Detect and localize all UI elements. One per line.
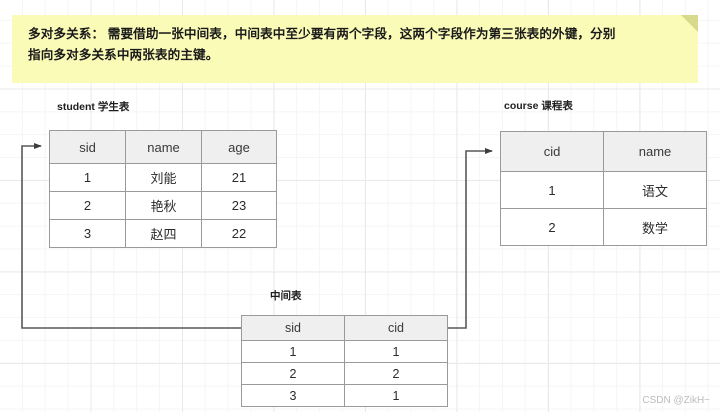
cell: 2: [241, 362, 345, 385]
column-header-cid: cid: [500, 131, 604, 172]
student-table: sid name age 1 刘能 21 2 艳秋 23 3 赵四 22: [49, 130, 277, 248]
cell: 1: [241, 340, 345, 363]
table-row: 3 1: [241, 384, 448, 407]
table-row: 2 数学: [500, 208, 707, 246]
column-header-name: name: [125, 130, 202, 164]
table-row: 1 刘能 21: [49, 163, 277, 192]
note-fold-corner: [681, 15, 698, 32]
table-row: 3 赵四 22: [49, 219, 277, 248]
table-row: 1 1: [241, 340, 448, 363]
cell: 2: [49, 191, 126, 220]
column-header-cid: cid: [344, 315, 448, 341]
cell: 3: [241, 384, 345, 407]
column-header-age: age: [201, 130, 277, 164]
cell: 刘能: [125, 163, 202, 192]
cell: 1: [500, 171, 604, 209]
note-text: 多对多关系： 需要借助一张中间表，中间表中至少要有两个字段，这两个字段作为第三张…: [28, 27, 616, 62]
table-row: 2 2: [241, 362, 448, 385]
cell: 22: [201, 219, 277, 248]
student-table-label: student 学生表: [57, 101, 130, 113]
cell: 23: [201, 191, 277, 220]
table-header-row: sid name age: [49, 130, 277, 164]
cell: 赵四: [125, 219, 202, 248]
column-header-name: name: [603, 131, 707, 172]
course-table: cid name 1 语文 2 数学: [500, 131, 707, 246]
middle-table: sid cid 1 1 2 2 3 1: [241, 315, 448, 407]
middle-table-label: 中间表: [270, 290, 302, 302]
table-header-row: cid name: [500, 131, 707, 172]
cell: 1: [49, 163, 126, 192]
table-header-row: sid cid: [241, 315, 448, 341]
cell: 1: [344, 340, 448, 363]
column-header-sid: sid: [49, 130, 126, 164]
cell: 1: [344, 384, 448, 407]
column-header-sid: sid: [241, 315, 345, 341]
watermark: CSDN @ZikH~: [642, 395, 710, 406]
connector-middle-to-course: [447, 148, 493, 329]
cell: 数学: [603, 208, 707, 246]
cell: 艳秋: [125, 191, 202, 220]
table-row: 2 艳秋 23: [49, 191, 277, 220]
cell: 2: [500, 208, 604, 246]
cell: 21: [201, 163, 277, 192]
cell: 语文: [603, 171, 707, 209]
cell: 2: [344, 362, 448, 385]
course-table-label: course 课程表: [504, 100, 573, 112]
table-row: 1 语文: [500, 171, 707, 209]
note-box: 多对多关系： 需要借助一张中间表，中间表中至少要有两个字段，这两个字段作为第三张…: [12, 15, 698, 83]
cell: 3: [49, 219, 126, 248]
